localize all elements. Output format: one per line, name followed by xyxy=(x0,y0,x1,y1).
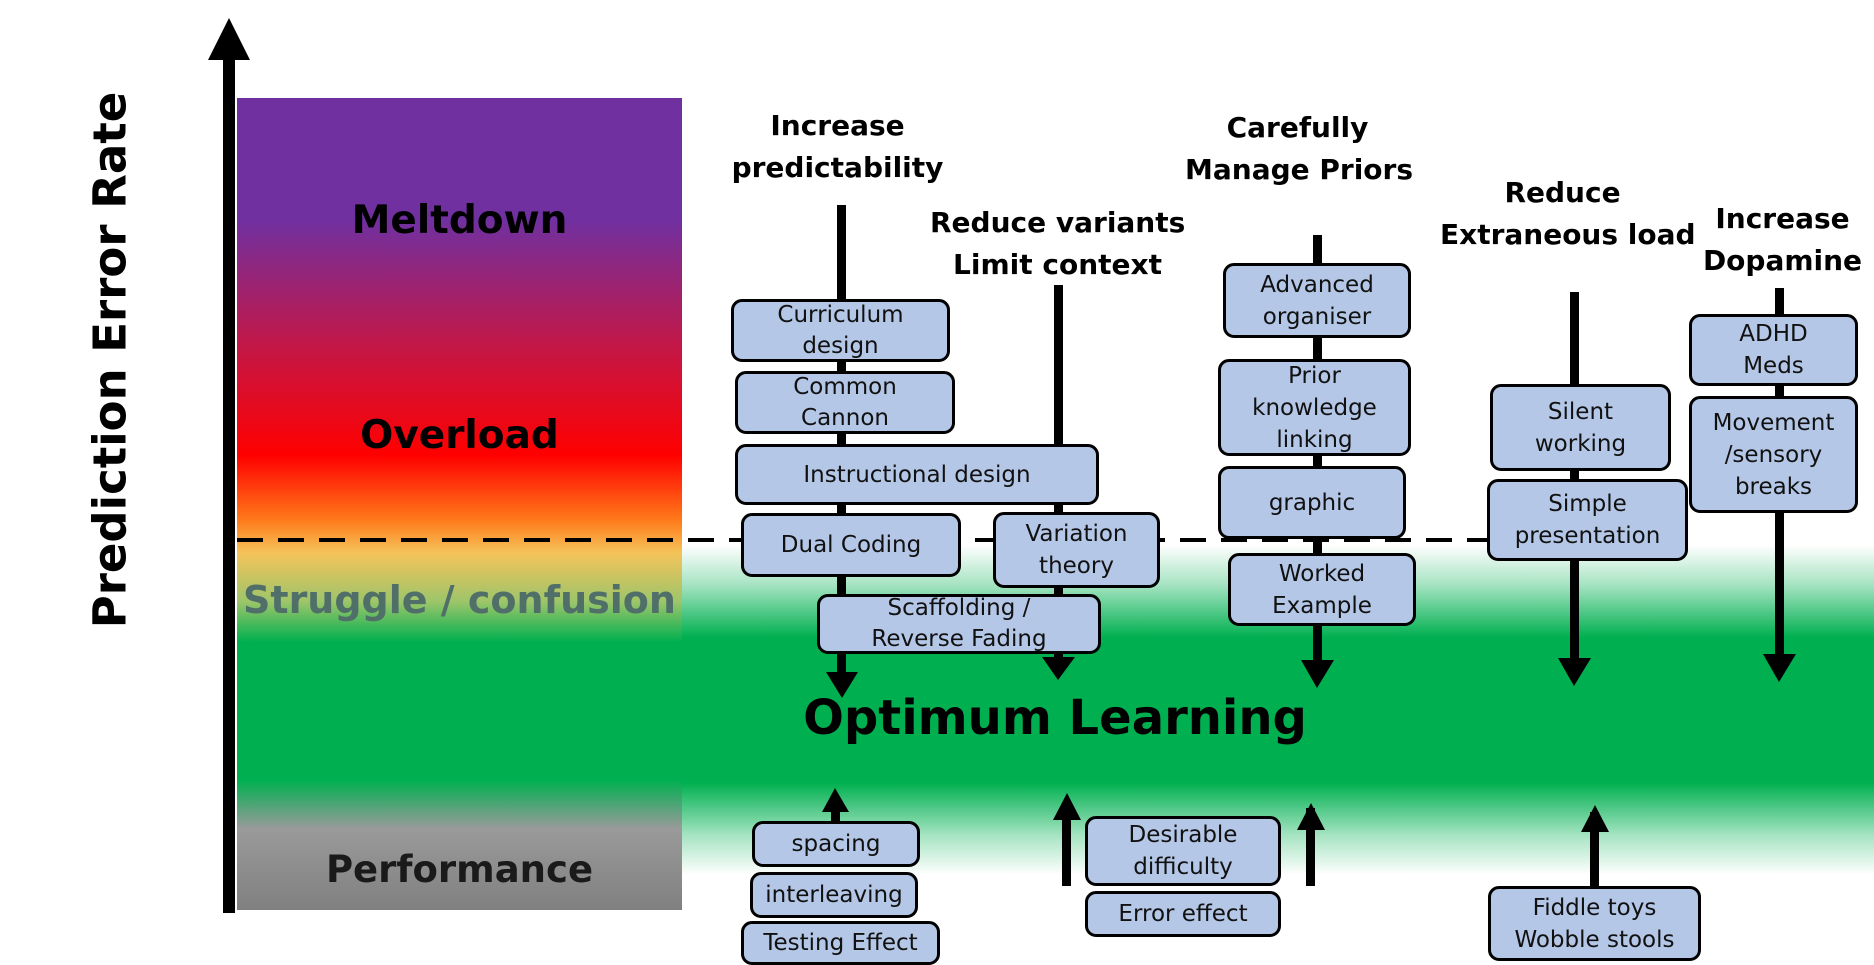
box-curriculum-design: Curriculum design xyxy=(731,299,950,362)
box-graphic: graphic xyxy=(1218,466,1406,539)
box-fiddle-toys: Fiddle toys Wobble stools xyxy=(1488,886,1701,961)
optimum-learning-label: Optimum Learning xyxy=(803,690,1307,746)
zone-gradient-column xyxy=(237,98,682,910)
heading-line: Dopamine xyxy=(1702,244,1863,277)
arrow-up-desirable-left xyxy=(1053,793,1081,886)
zone-label-struggle: Struggle / confusion xyxy=(243,578,676,622)
box-simple-presentation: Simple presentation xyxy=(1487,479,1688,561)
y-axis-arrow xyxy=(208,18,250,913)
zone-label-performance: Performance xyxy=(325,848,594,891)
arrow-up-fiddle xyxy=(1581,805,1609,886)
arrow-up-spacing xyxy=(822,788,849,822)
box-testing-effect: Testing Effect xyxy=(741,921,940,965)
box-scaffolding: Scaffolding / Reverse Fading xyxy=(817,594,1101,654)
heading-line: Reduce variants xyxy=(930,206,1186,239)
box-advanced-organiser: Advanced organiser xyxy=(1223,263,1411,338)
heading-increase-dopamine: Increase Dopamine xyxy=(1700,198,1865,282)
box-worked-example: Worked Example xyxy=(1228,553,1416,626)
heading-reduce-extraneous: Reduce Extraneous load xyxy=(1440,172,1696,256)
zone-label-overload: Overload xyxy=(360,413,559,458)
arrow-predictability xyxy=(826,205,858,698)
box-common-cannon: Common Cannon xyxy=(735,371,955,434)
box-silent-working: Silent working xyxy=(1490,384,1671,471)
heading-line: predictability xyxy=(731,151,944,184)
box-adhd-meds: ADHD Meds xyxy=(1689,314,1858,386)
box-desirable-difficulty: Desirable difficulty xyxy=(1085,816,1281,886)
box-error-effect: Error effect xyxy=(1085,891,1281,937)
heading-manage-priors: Carefully Manage Priors xyxy=(1185,107,1414,191)
heading-reduce-variants: Reduce variants Limit context xyxy=(930,202,1185,286)
box-spacing: spacing xyxy=(752,821,920,867)
heading-line: Reduce xyxy=(1504,176,1621,209)
heading-line: Manage Priors xyxy=(1185,153,1414,186)
box-prior-knowledge: Prior knowledge linking xyxy=(1218,359,1411,456)
arrow-extraneous xyxy=(1558,292,1591,686)
heading-line: Extraneous load xyxy=(1440,218,1696,251)
box-movement-breaks: Movement /sensory breaks xyxy=(1689,396,1858,513)
heading-line: Increase xyxy=(1715,202,1850,235)
box-variation-theory: Variation theory xyxy=(993,512,1160,588)
heading-line: Limit context xyxy=(953,248,1162,281)
arrow-up-desirable-right xyxy=(1297,803,1325,886)
heading-line: Carefully xyxy=(1226,111,1369,144)
box-dual-coding: Dual Coding xyxy=(741,513,961,577)
box-interleaving: interleaving xyxy=(750,872,918,918)
zone-label-meltdown: Meltdown xyxy=(351,198,568,243)
heading-increase-predictability: Increase predictability xyxy=(730,105,945,189)
heading-line: Increase xyxy=(770,109,905,142)
box-instructional-design: Instructional design xyxy=(735,444,1099,505)
